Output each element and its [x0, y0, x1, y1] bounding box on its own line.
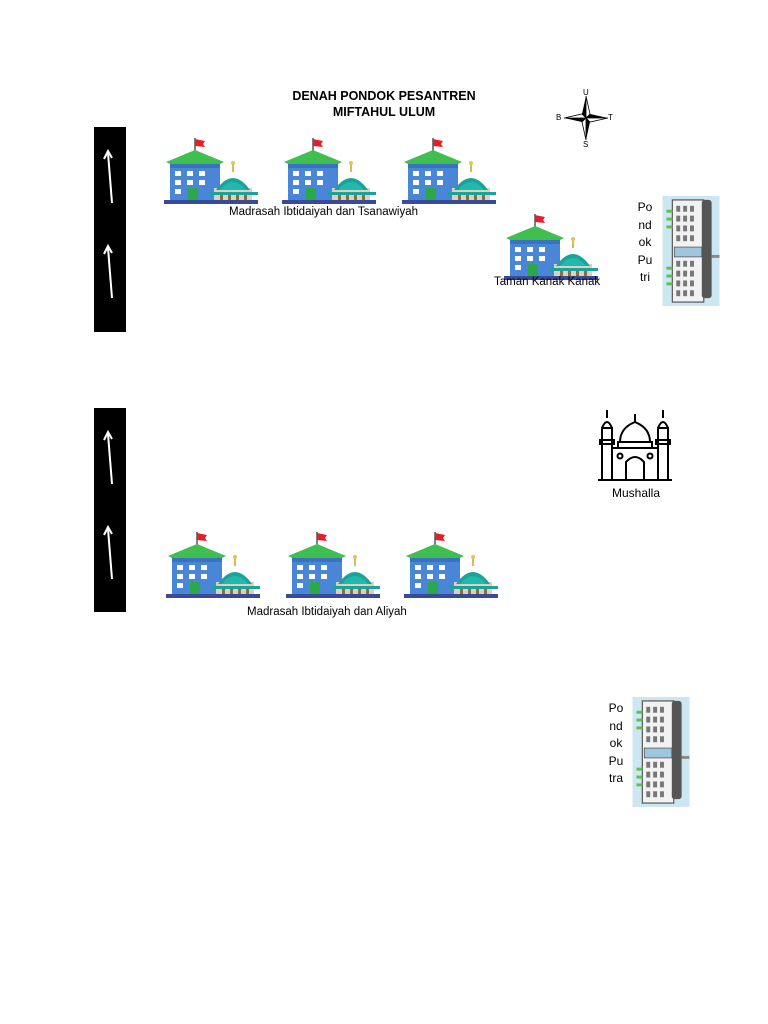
school-mosque-icon — [396, 136, 496, 208]
compass-east: T — [608, 113, 613, 122]
road-bottom — [94, 408, 126, 612]
compass-north: U — [583, 88, 589, 97]
compass-west: B — [556, 113, 562, 122]
road-top — [94, 127, 126, 332]
label-madrasah-bottom: Madrasah Ibtidaiyah dan Aliyah — [247, 606, 407, 618]
school-mosque-icon — [276, 136, 376, 208]
label-madrasah-top: Madrasah Ibtidaiyah dan Tsanawiyah — [229, 206, 419, 218]
school-mosque-icon — [158, 136, 258, 208]
label-taman: Taman Kanak Kanak — [494, 276, 601, 288]
road-arrow-icon — [100, 147, 120, 207]
label-mushalla: Mushalla — [612, 486, 661, 500]
road-arrow-icon — [100, 428, 120, 488]
compass-south: S — [583, 140, 589, 149]
page-title: DENAH PONDOK PESANTREN MIFTAHUL ULUM — [240, 88, 528, 120]
title-line-2: MIFTAHUL ULUM — [332, 105, 436, 119]
school-mosque-icon — [160, 530, 260, 602]
road-arrow-icon — [100, 242, 120, 302]
dormitory-building-icon — [662, 196, 720, 306]
school-mosque-icon — [280, 530, 380, 602]
road-arrow-icon — [100, 523, 120, 583]
mosque-icon — [598, 410, 672, 481]
school-mosque-icon — [398, 530, 498, 602]
label-pondok-putri: Po nd ok Pu tri — [637, 200, 653, 284]
label-pondok-putra: Po nd ok Pu tra — [608, 701, 624, 785]
dormitory-building-icon — [632, 697, 690, 807]
compass-rose-icon — [554, 86, 618, 150]
school-mosque-icon — [498, 212, 598, 284]
title-line-1: DENAH PONDOK PESANTREN — [292, 89, 476, 103]
